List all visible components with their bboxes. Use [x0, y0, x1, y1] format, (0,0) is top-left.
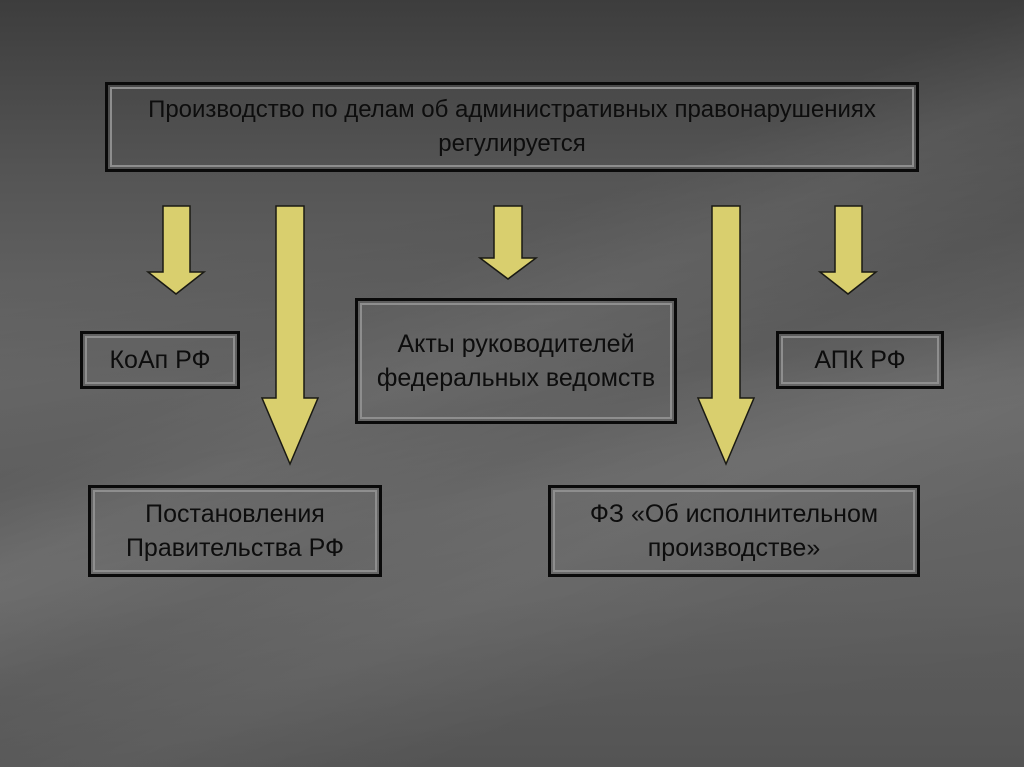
fz-box: ФЗ «Об исполнительном производстве»	[548, 485, 920, 577]
arrow-to-fz	[696, 205, 756, 466]
koap-box: КоАп РФ	[80, 331, 240, 389]
postanovleniya-label: Постановления Правительства РФ	[125, 500, 345, 562]
koap-label: КоАп РФ	[109, 346, 211, 374]
postanovleniya-box: Постановления Правительства РФ	[88, 485, 382, 577]
arrow-to-koap	[145, 205, 207, 295]
apk-label: АПК РФ	[814, 346, 906, 374]
arrow-to-postanovleniya	[260, 205, 320, 466]
arrow-to-apk	[817, 205, 879, 295]
title-box: Производство по делам об административны…	[105, 82, 919, 172]
fz-label: ФЗ «Об исполнительном производстве»	[589, 500, 879, 562]
apk-box: АПК РФ	[776, 331, 944, 389]
acts-box: Акты руководителей федеральных ведомств	[355, 298, 677, 424]
title-text: Производство по делам об административны…	[148, 96, 876, 157]
arrow-to-acts	[477, 205, 539, 280]
acts-label: Акты руководителей федеральных ведомств	[376, 330, 656, 392]
